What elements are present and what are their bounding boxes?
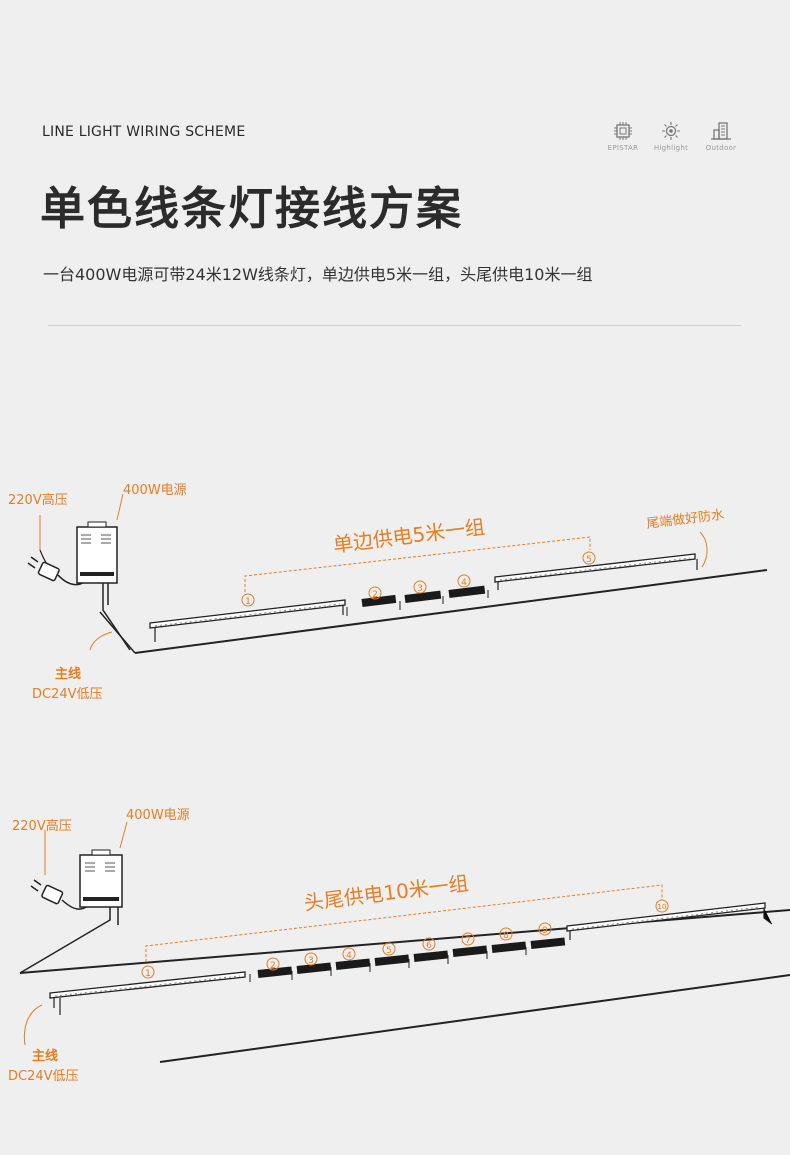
wiring-diagram-single-side: 1 2 3 4 5 220V高压 400W电源 单边供电5米一组 尾端做好防水 …	[8, 483, 768, 702]
svg-text:3: 3	[308, 956, 314, 966]
light-bar-dark	[448, 585, 486, 598]
divider	[48, 325, 741, 326]
light-bar-dark	[491, 941, 527, 953]
svg-text:2: 2	[270, 961, 276, 971]
power-supply-label: 400W电源	[126, 808, 190, 823]
power-supply-label: 400W电源	[123, 483, 187, 498]
number-marker: 8	[499, 927, 513, 941]
number-marker: 3	[304, 952, 318, 966]
svg-text:4: 4	[461, 578, 467, 588]
svg-text:9: 9	[542, 926, 548, 936]
number-marker: 1	[241, 593, 255, 607]
group-label: 单边供电5米一组	[332, 515, 487, 557]
chip-icon	[614, 122, 632, 140]
svg-text:10: 10	[658, 903, 667, 911]
light-bar	[49, 971, 246, 1015]
page-description: 一台400W电源可带24米12W线条灯，单边供电5米一组，头尾供电10米一组	[43, 265, 593, 284]
group-bracket	[244, 536, 591, 592]
light-bar	[566, 902, 773, 940]
feature-badges: EPISTAR Highlight Outdoor	[598, 121, 748, 161]
wiring-diagram-head-tail: 1 2 3 4 5 6 7 8 9 10 220V高压 400W电源 头尾供电1…	[8, 808, 790, 1084]
number-marker: 5	[582, 551, 596, 565]
light-bar-dark	[296, 962, 332, 974]
number-marker: 5	[382, 942, 396, 956]
main-line-label: 主线	[32, 1048, 58, 1064]
number-marker: 6	[422, 937, 436, 951]
svg-text:3: 3	[417, 584, 423, 594]
light-bar-dark	[361, 594, 397, 607]
svg-text:2: 2	[372, 590, 378, 600]
floor-outline	[19, 909, 790, 974]
low-voltage-label: DC24V低压	[8, 1069, 79, 1084]
low-voltage-label: DC24V低压	[32, 687, 103, 702]
tail-waterproof-label: 尾端做好防水	[646, 507, 725, 532]
light-bar-dark	[530, 937, 566, 949]
light-bar-dark	[374, 954, 410, 966]
number-marker: 4	[342, 947, 356, 961]
page-title: 单色线条灯接线方案	[40, 182, 464, 235]
light-bar-dark	[413, 950, 449, 962]
power-supply-icon	[79, 849, 123, 908]
svg-text:7: 7	[465, 936, 471, 946]
number-marker: 3	[413, 580, 427, 594]
floor-outline	[134, 569, 768, 654]
light-bar	[494, 553, 698, 590]
number-marker: 9	[538, 922, 552, 936]
svg-text:6: 6	[426, 941, 432, 951]
badge-label: Highlight	[653, 144, 689, 152]
badge-label: Outdoor	[705, 144, 737, 152]
high-voltage-label: 220V高压	[8, 492, 68, 508]
subtitle-en: LINE LIGHT WIRING SCHEME	[42, 124, 246, 140]
light-bar-dark	[404, 590, 442, 603]
svg-text:8: 8	[503, 931, 509, 941]
svg-text:1: 1	[145, 969, 151, 979]
power-plug-icon	[27, 556, 60, 582]
power-plug-icon	[30, 879, 64, 905]
light-bar	[149, 599, 346, 642]
main-line-label: 主线	[55, 666, 81, 682]
main-wire	[102, 582, 131, 651]
number-marker: 2	[266, 957, 280, 971]
building-icon	[711, 122, 731, 140]
svg-text:4: 4	[346, 951, 352, 961]
group-label: 头尾供电10米一组	[303, 871, 470, 915]
power-supply-icon	[76, 521, 118, 584]
number-marker: 7	[461, 932, 475, 946]
number-marker: 10	[655, 899, 669, 913]
badge-epistar: EPISTAR	[598, 121, 648, 152]
badge-label: EPISTAR	[607, 144, 639, 152]
group-bracket	[145, 884, 663, 962]
svg-text:5: 5	[386, 946, 392, 956]
badge-outdoor: Outdoor	[696, 121, 746, 152]
light-bar-dark	[452, 945, 488, 957]
badge-highlight: Highlight	[646, 121, 696, 152]
svg-text:5: 5	[586, 555, 592, 565]
light-bar-dark	[335, 958, 371, 970]
number-marker: 2	[368, 586, 382, 600]
high-voltage-label: 220V高压	[12, 818, 72, 834]
number-marker: 4	[457, 574, 471, 588]
light-bar-dark	[257, 966, 293, 978]
svg-text:1: 1	[245, 597, 251, 607]
sun-icon	[662, 122, 680, 140]
number-marker: 1	[141, 965, 155, 979]
